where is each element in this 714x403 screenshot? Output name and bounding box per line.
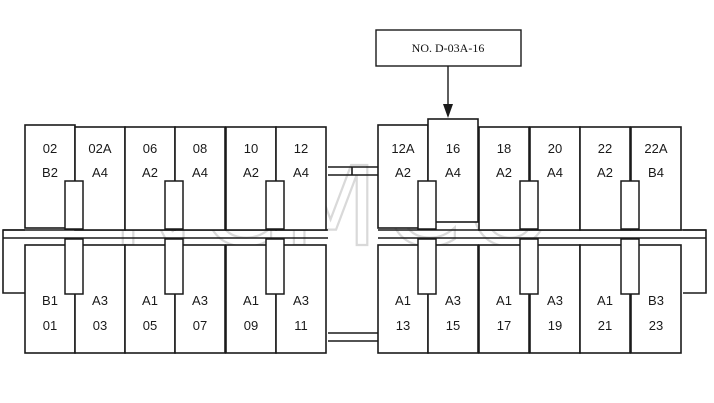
unit-type-label: A4 xyxy=(293,165,309,180)
unit-type-label: A2 xyxy=(243,165,259,180)
unit-number-label: 16 xyxy=(446,141,460,156)
unit-number-label: 21 xyxy=(598,318,612,333)
unit-type-label: A1 xyxy=(395,293,411,308)
unit-type-label: A2 xyxy=(142,165,158,180)
unit-number-label: 23 xyxy=(649,318,663,333)
unit-number-label: 17 xyxy=(497,318,511,333)
unit-type-label: B3 xyxy=(648,293,664,308)
unit-type-label: A3 xyxy=(92,293,108,308)
unit-number-label: 05 xyxy=(143,318,157,333)
callout-arrow-head xyxy=(443,104,453,118)
left-corridor-end xyxy=(2,229,25,294)
unit-number-label: 22A xyxy=(644,141,667,156)
unit-type-label: A4 xyxy=(192,165,208,180)
shaft-top-3 xyxy=(417,180,437,230)
unit-number-label: 08 xyxy=(193,141,207,156)
unit-type-label: A1 xyxy=(496,293,512,308)
shaft-top-5 xyxy=(620,180,640,230)
unit-type-label: A2 xyxy=(496,165,512,180)
unit-number-label: 07 xyxy=(193,318,207,333)
callout-label: NO. D-03A-16 xyxy=(412,41,485,55)
unit-type-label: A2 xyxy=(597,165,613,180)
unit-number-label: 12 xyxy=(294,141,308,156)
unit-type-label: A1 xyxy=(243,293,259,308)
shaft-bottom-2 xyxy=(265,238,285,295)
unit-number-label: 13 xyxy=(396,318,410,333)
shaft-top-1 xyxy=(164,180,184,230)
unit-number-label: 06 xyxy=(143,141,157,156)
unit-number-label: 11 xyxy=(294,318,308,333)
unit-number-label: 18 xyxy=(497,141,511,156)
unit-number-label: 19 xyxy=(548,318,562,333)
shaft-top-0 xyxy=(64,180,84,230)
unit-type-label: A3 xyxy=(192,293,208,308)
shaft-bottom-3 xyxy=(417,238,437,295)
unit-number-label: 02A xyxy=(88,141,111,156)
unit-number-label: 03 xyxy=(93,318,107,333)
unit-number-label: 20 xyxy=(548,141,562,156)
shaft-top-2 xyxy=(265,180,285,230)
right-corridor-end xyxy=(683,229,707,294)
shaft-top-4 xyxy=(519,180,539,230)
unit-type-label: A3 xyxy=(293,293,309,308)
callout-box xyxy=(375,29,522,67)
connector-bottom xyxy=(328,332,378,342)
unit-type-label: A2 xyxy=(395,165,411,180)
unit-type-label: B2 xyxy=(42,165,58,180)
unit-type-label: A3 xyxy=(547,293,563,308)
unit-type-label: A4 xyxy=(547,165,563,180)
shaft-bottom-5 xyxy=(620,238,640,295)
unit-number-label: 01 xyxy=(43,318,57,333)
unit-bottom-9: A3 19 xyxy=(529,244,581,354)
unit-number-label: 12A xyxy=(391,141,414,156)
unit-type-label: A4 xyxy=(92,165,108,180)
unit-number-label: 10 xyxy=(244,141,258,156)
unit-type-label: B4 xyxy=(648,165,664,180)
connector-top xyxy=(328,166,378,176)
unit-number-label: 09 xyxy=(244,318,258,333)
shaft-bottom-0 xyxy=(64,238,84,295)
unit-bottom-8: A1 17 xyxy=(478,244,530,354)
unit-number-label: 22 xyxy=(598,141,612,156)
unit-type-label: A3 xyxy=(445,293,461,308)
shaft-bottom-1 xyxy=(164,238,184,295)
unit-type-label: B1 xyxy=(42,293,58,308)
unit-number-label: 02 xyxy=(43,141,57,156)
unit-type-label: A1 xyxy=(142,293,158,308)
unit-type-label: A4 xyxy=(445,165,461,180)
shaft-bottom-4 xyxy=(519,238,539,295)
unit-number-label: 15 xyxy=(446,318,460,333)
unit-type-label: A1 xyxy=(597,293,613,308)
bottom-row-units: B1 01 A3 03 A1 05 A3 07 A1 09 A3 11 A1 13 A3 15 A1 17 A3 19… xyxy=(24,238,682,354)
